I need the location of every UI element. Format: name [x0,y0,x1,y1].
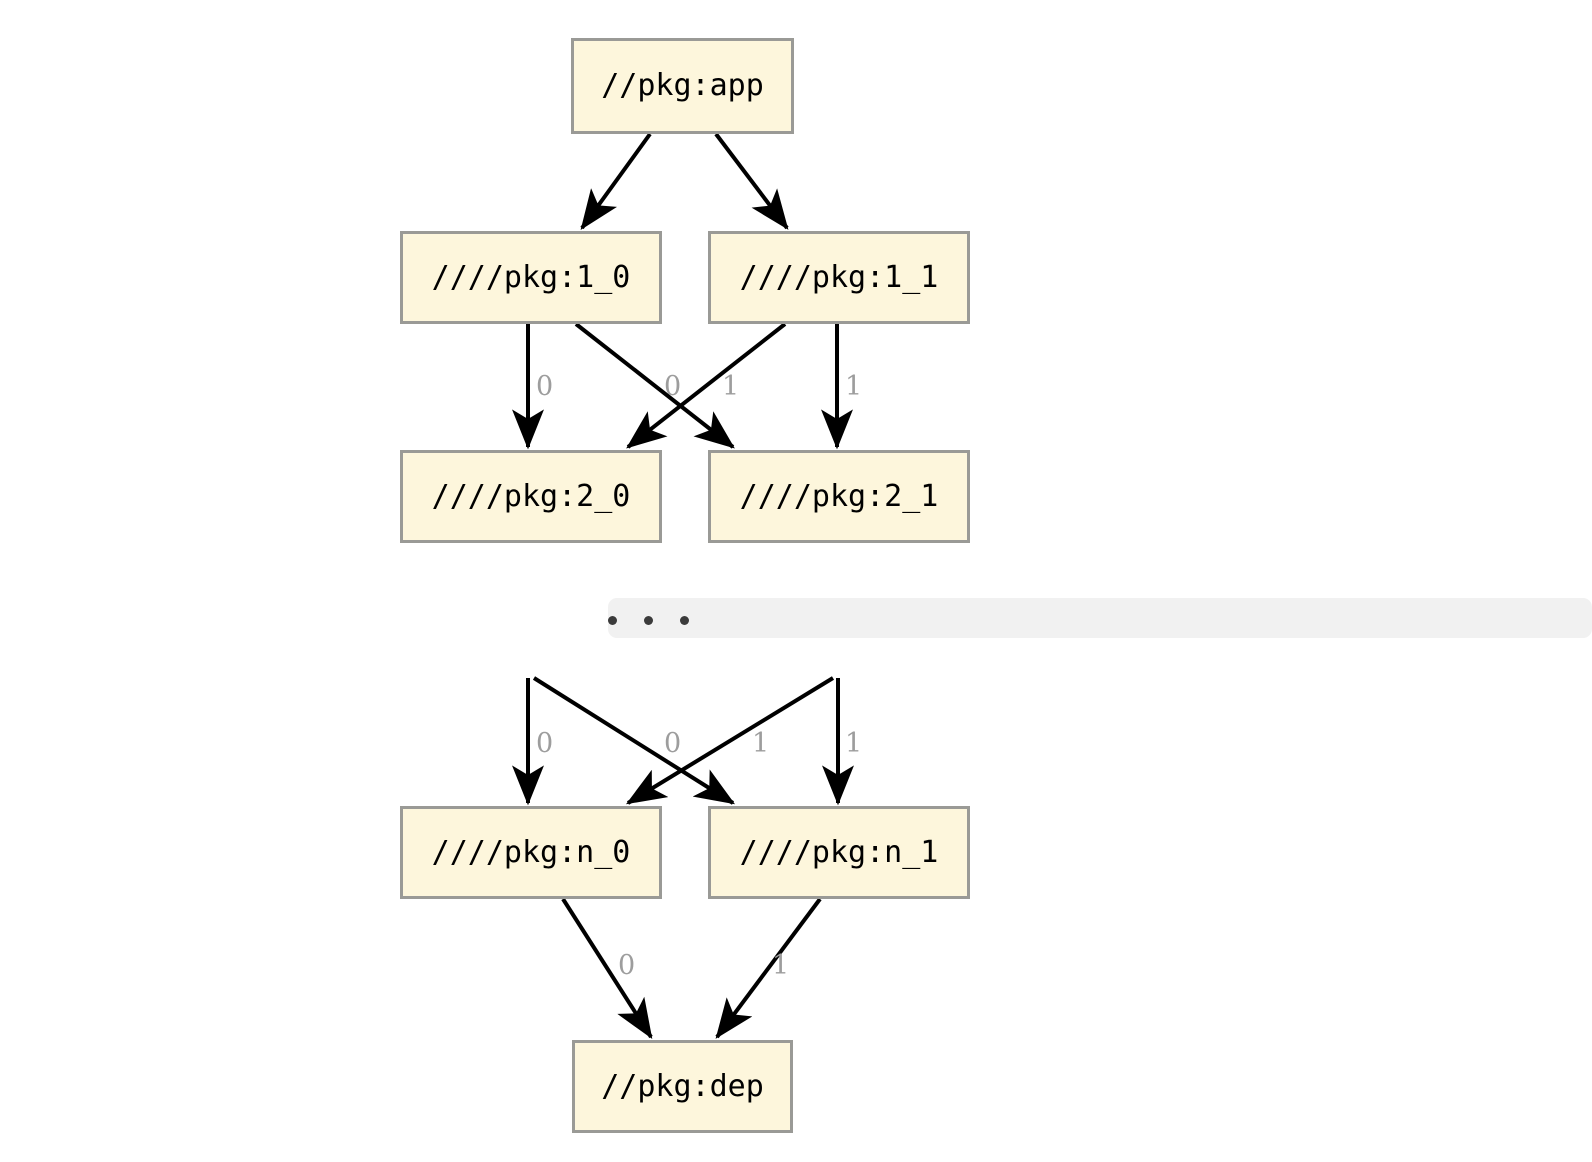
graph-edge-(truncated)-to-n_1 [532,676,736,805]
graph-edge-label: 1 [845,728,863,759]
graph-node-n_0[interactable]: ////pkg:n_0 [400,806,662,899]
ellipsis-dots-icon [608,616,689,625]
graph-edge-label: 1 [752,728,770,759]
graph-edge-1_1-to-2_0 [626,322,787,449]
ellipsis-dot [644,616,653,625]
graph-node-label: //pkg:dep [601,1068,764,1104]
graph-edge-label: 1 [845,371,863,402]
graph-node-2_1[interactable]: ////pkg:2_1 [708,450,970,543]
ellipsis-dot [608,616,617,625]
ellipsis-dot [680,616,689,625]
graph-node-label: ////pkg:1_1 [739,259,939,295]
graph-edge-app-to-1_0 [580,132,652,230]
graph-edge-label: 0 [536,728,554,759]
graph-node-label: ////pkg:2_1 [739,478,939,514]
graph-edge-(truncated)-to-n_0 [625,676,835,805]
graph-edge-label: 1 [772,950,790,981]
graph-node-dep[interactable]: //pkg:dep [572,1040,793,1133]
graph-edge-1_0-to-2_1 [574,322,735,449]
graph-node-app[interactable]: //pkg:app [571,38,794,134]
graph-node-n_1[interactable]: ////pkg:n_1 [708,806,970,899]
graph-node-label: //pkg:app [601,68,764,103]
graph-node-1_1[interactable]: ////pkg:1_1 [708,231,970,324]
graph-node-2_0[interactable]: ////pkg:2_0 [400,450,662,543]
graph-edge-n_1-to-dep [715,897,822,1039]
graph-edge-label: 0 [536,371,554,402]
graph-node-label: ////pkg:n_1 [739,834,939,870]
graph-edge-label: 1 [722,371,740,402]
graph-edge-label: 0 [664,371,682,402]
graph-edge-app-to-1_1 [714,132,789,230]
ellipsis-band [608,598,1592,638]
graph-node-label: ////pkg:1_0 [431,259,631,295]
graph-node-label: ////pkg:2_0 [431,478,631,514]
graph-edge-label: 0 [664,728,682,759]
graph-node-1_0[interactable]: ////pkg:1_0 [400,231,662,324]
graph-node-label: ////pkg:n_0 [431,834,631,870]
graph-edge-n_0-to-dep [561,897,653,1040]
graph-edge-label: 0 [618,950,636,981]
